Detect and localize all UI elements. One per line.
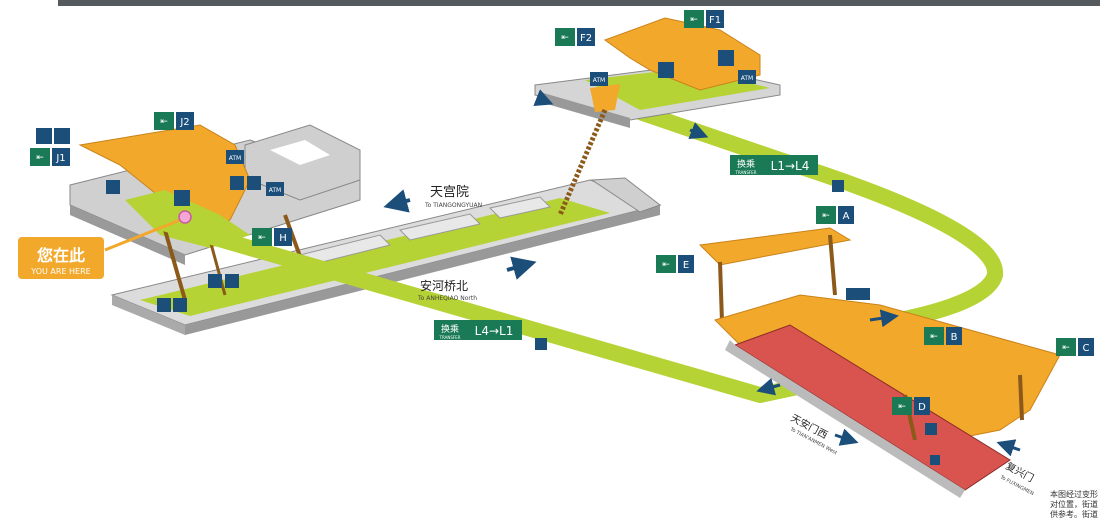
exit-sign-a: ⇤ A [816, 206, 854, 224]
svg-text:换乘: 换乘 [441, 323, 459, 335]
dir-anheqiao-en: To ANHEQIAO North [417, 295, 477, 302]
svg-text:ATM: ATM [269, 187, 281, 194]
top-orange-corridor [603, 17, 761, 91]
svg-text:换乘: 换乘 [737, 158, 755, 170]
exit-sign-h: ⇤ H [252, 228, 292, 246]
elevator-icon [230, 176, 244, 190]
svg-text:L4→L1: L4→L1 [475, 324, 514, 338]
svg-text:⇤: ⇤ [930, 332, 938, 342]
svg-text:ATM: ATM [593, 77, 605, 84]
transfer-sign-l1-l4: 换乘 TRANSFER L1→L4 [730, 155, 818, 175]
exit-sign-f2: ⇤ F2 [555, 28, 595, 46]
exit-sign-b: ⇤ B [924, 327, 962, 345]
atm-icon: ATM [266, 182, 284, 196]
svg-text:ATM: ATM [229, 155, 241, 162]
you-are-here-badge [18, 237, 104, 279]
svg-text:B: B [951, 332, 958, 343]
atm-icon: ATM [738, 70, 756, 84]
svg-text:J2: J2 [179, 117, 189, 128]
wheelchair-icon [54, 128, 70, 144]
atm-icon: ATM [590, 72, 608, 86]
exit-sign-j2: ⇤ J2 [154, 112, 194, 130]
right-orange-top [698, 227, 852, 266]
svg-text:⇤: ⇤ [690, 15, 698, 25]
elevator-icon [208, 274, 222, 288]
svg-text:J1: J1 [55, 153, 65, 164]
exit-sign-c: ⇤ C [1056, 338, 1094, 356]
svg-text:L1→L4: L1→L4 [771, 159, 810, 173]
exit-sign-f1: ⇤ F1 [684, 10, 724, 28]
wheelchair-icon [247, 176, 261, 190]
svg-text:⇤: ⇤ [160, 117, 168, 127]
ticket-machine-icon [718, 50, 734, 66]
svg-text:⇤: ⇤ [1062, 343, 1070, 353]
toilet-icon [157, 298, 171, 312]
you-are-here-en: YOU ARE HERE [30, 267, 90, 276]
svg-text:TRANSFER: TRANSFER [735, 170, 757, 175]
ticket-machine-icon [174, 190, 190, 206]
top-bar [58, 0, 1100, 6]
transfer-sign-l4-l1: 换乘 TRANSFER L4→L1 [434, 320, 522, 340]
svg-text:ATM: ATM [741, 75, 753, 82]
wheelchair-icon [858, 288, 870, 300]
elevator-icon [36, 128, 52, 144]
svg-text:⇤: ⇤ [898, 402, 906, 412]
transfer-corridor-l1-l4 [637, 104, 1004, 338]
disclaimer-note: 本图经过变形 对位置，街道 供参考。街道 [1050, 490, 1098, 519]
ticket-machine-icon [658, 62, 674, 78]
svg-text:F1: F1 [709, 15, 721, 26]
svg-text:⇤: ⇤ [561, 33, 569, 43]
escalator-icon [535, 338, 547, 350]
atm-icon: ATM [226, 150, 244, 164]
escalator-icon [925, 423, 937, 435]
you-are-here-zh: 您在此 [37, 246, 85, 265]
exit-sign-e: ⇤ E [656, 255, 694, 273]
toilet-icon [846, 288, 858, 300]
svg-text:⇤: ⇤ [822, 211, 830, 221]
escalator-icon [930, 455, 940, 465]
svg-text:E: E [683, 260, 689, 271]
svg-text:C: C [1083, 343, 1090, 354]
svg-text:A: A [843, 211, 850, 222]
svg-text:⇤: ⇤ [36, 153, 44, 163]
wheelchair-icon [173, 298, 187, 312]
dir-tiangongyuan-zh: 天宫院 [430, 185, 469, 200]
dir-anheqiao-zh: 安河桥北 [420, 278, 468, 293]
svg-text:F2: F2 [580, 33, 592, 44]
svg-text:⇤: ⇤ [258, 233, 266, 243]
svg-text:⇤: ⇤ [662, 260, 670, 270]
exit-sign-d: ⇤ D [892, 397, 930, 415]
dir-tiangongyuan-en: To TIANGONGYUAN [424, 202, 482, 209]
escalator-icon [832, 180, 844, 192]
escalator-icon [106, 180, 120, 194]
exit-sign-j1: ⇤ J1 [30, 148, 70, 166]
wheelchair-icon [225, 274, 239, 288]
svg-text:D: D [918, 402, 926, 413]
svg-text:H: H [279, 233, 287, 244]
svg-text:TRANSFER: TRANSFER [439, 335, 461, 340]
